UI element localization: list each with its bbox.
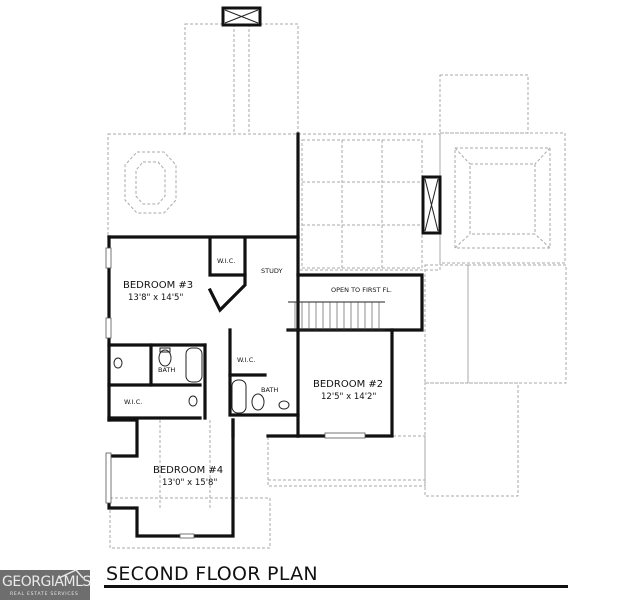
chimney-right: [421, 175, 442, 235]
study-label: STUDY: [261, 267, 283, 275]
bath-fixtures: [113, 347, 290, 414]
bedroom2-dims: 12'5" x 14'2": [321, 392, 376, 402]
bedroom4-label: BEDROOM #4: [153, 465, 223, 476]
bath-left-label: BATH: [158, 366, 175, 374]
wic-bedroom2-label: W.I.C.: [237, 356, 255, 364]
windows: [105, 247, 366, 539]
plan-title: SECOND FLOOR PLAN: [106, 563, 318, 585]
wic-bedroom3-label: W.I.C.: [217, 257, 235, 265]
plan-title-bar: SECOND FLOOR PLAN: [104, 563, 568, 588]
bedroom2-label: BEDROOM #2: [313, 379, 383, 390]
chimney-top: [221, 6, 262, 27]
bedroom3-label: BEDROOM #3: [123, 280, 193, 291]
room-labels: BEDROOM #3 13'8" x 14'5" BEDROOM #2 12'5…: [123, 257, 392, 488]
bath-right-label: BATH: [261, 386, 278, 394]
wic-bedroom4-label: W.I.C.: [124, 398, 142, 406]
open-to-first-floor-label: OPEN TO FIRST FL.: [331, 286, 392, 294]
watermark-brand: GEORGIAMLS: [2, 574, 91, 590]
bedroom4-dims: 13'0" x 15'8": [162, 478, 217, 488]
stair-railing: [288, 301, 385, 331]
roof-icon: [58, 569, 84, 579]
georgiamls-watermark: GEORGIAMLS REAL ESTATE SERVICES: [0, 569, 91, 600]
bedroom3-dims: 13'8" x 14'5": [128, 293, 183, 303]
watermark-tagline: REAL ESTATE SERVICES: [10, 592, 79, 597]
